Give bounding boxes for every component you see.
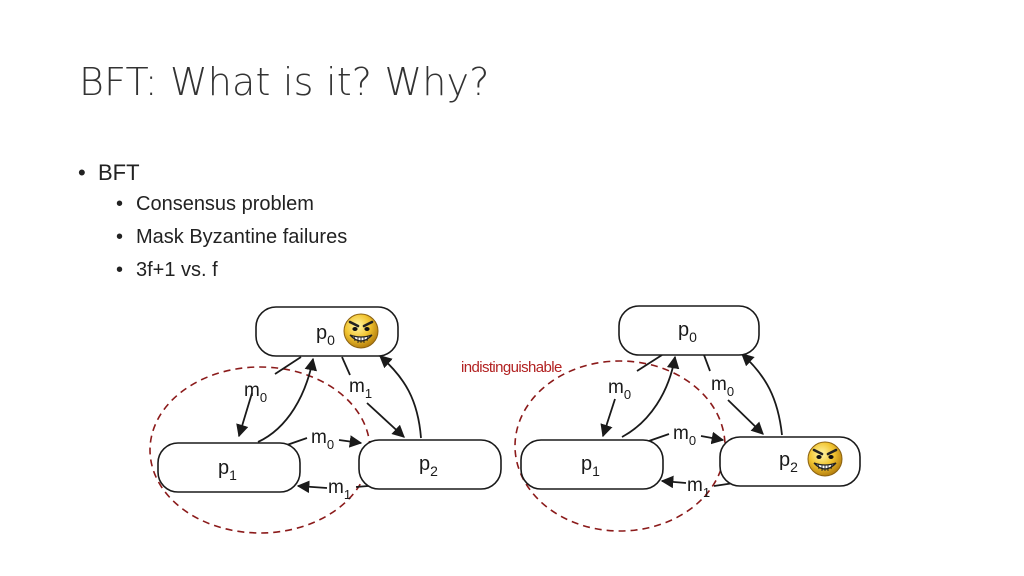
svg-text:p0: p0: [678, 319, 697, 345]
sub-bullet-consensus: Consensus problem: [78, 188, 347, 221]
right-scenario: p0 p1 p2 m0 m0 m0 m1: [514, 305, 861, 532]
byzantine-face-icon: [806, 440, 844, 478]
arrow-right-m0-mid-to-p2: [700, 431, 725, 445]
sub-bullet-byzantine: Mask Byzantine failures: [78, 221, 347, 254]
arrow-right-m1-to-p1: [660, 475, 687, 489]
right-node-p2: p2: [719, 436, 861, 487]
byzantine-face-icon: [342, 312, 380, 350]
svg-text:p2: p2: [419, 453, 438, 479]
arrow-left-p0-out-right: [341, 356, 351, 376]
arrow-left-m0-to-p2: [338, 435, 363, 448]
arrow-left-p1-to-p0: [257, 357, 318, 443]
arrow-left-m1-to-p2: [366, 402, 405, 438]
left-label-m-top-right: m1: [349, 376, 372, 401]
arrow-right-p1-to-p0: [621, 355, 680, 438]
svg-text:p2: p2: [779, 449, 798, 475]
bullet-bft: BFT: [78, 158, 347, 188]
right-label-m-mid: m0: [673, 423, 696, 448]
arrow-right-p2-to-p0: [741, 353, 783, 436]
left-node-p1: p1: [157, 442, 301, 493]
left-node-p0: p0: [255, 306, 399, 357]
right-label-m-top-left: m0: [608, 377, 631, 402]
svg-text:p1: p1: [581, 453, 600, 479]
right-label-m-top-right: m0: [711, 374, 734, 399]
arrow-left-p2-to-p0: [379, 355, 422, 439]
left-node-p2: p2: [358, 439, 502, 490]
bullet-list: BFT Consensus problem Mask Byzantine fai…: [78, 158, 347, 287]
sub-bullet-3f1: 3f+1 vs. f: [78, 254, 347, 287]
arrow-right-p0-out-right: [703, 354, 711, 372]
arrow-left-p0-out-left: [274, 356, 302, 375]
left-scenario: p0 p1 p2 m0 m1 m0 m1: [149, 306, 502, 534]
arrow-right-m0-to-p1: [600, 398, 616, 438]
right-label-m-bottom: m1: [687, 475, 710, 500]
svg-text:p1: p1: [218, 457, 237, 483]
indistinguishable-label: indistinguishable: [461, 359, 562, 376]
slide-title: BFT: What is it? Why?: [79, 60, 490, 104]
right-node-p1: p1: [520, 439, 664, 490]
left-label-m-mid: m0: [311, 427, 334, 452]
arrow-right-p0-out-left: [636, 354, 663, 372]
arrow-right-m0-to-p2: [727, 399, 764, 435]
left-label-m-bottom: m1: [328, 477, 351, 502]
left-label-m-top-left: m0: [244, 380, 267, 405]
right-node-p0: p0: [618, 305, 760, 356]
arrow-left-m1-to-p1: [296, 480, 328, 494]
svg-text:p0: p0: [316, 322, 335, 348]
arrow-left-m0-to-p1: [236, 392, 253, 438]
